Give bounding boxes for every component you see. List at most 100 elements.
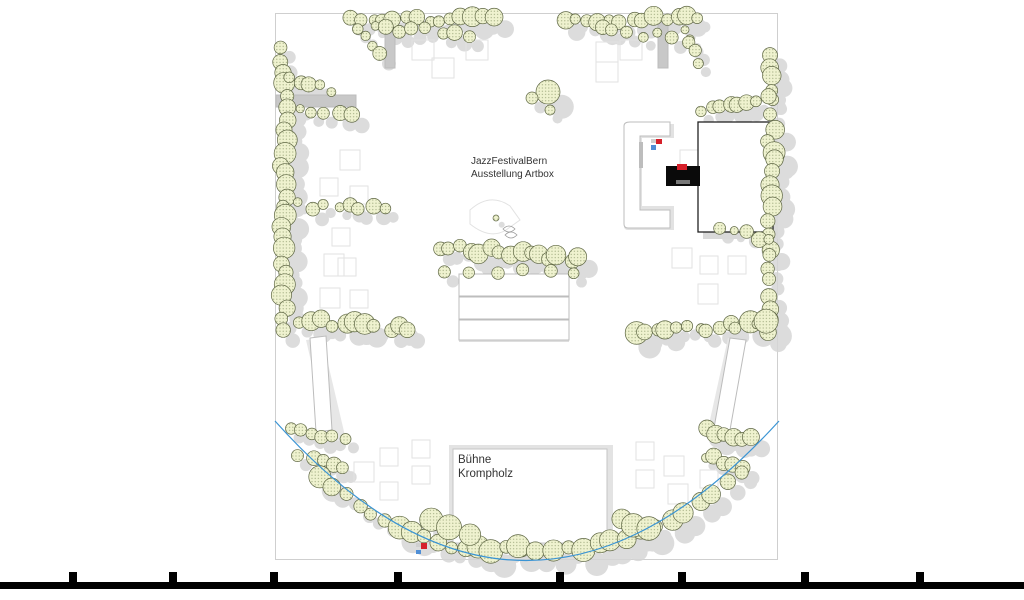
furniture — [319, 39, 747, 505]
tree-texture — [360, 31, 371, 41]
tree-texture — [672, 502, 694, 524]
tree-texture — [763, 107, 777, 121]
tree-texture — [446, 24, 463, 41]
tree-texture — [605, 23, 618, 36]
scale-bar — [0, 572, 1024, 589]
tree-texture — [463, 30, 476, 43]
tree-shadow — [325, 207, 336, 219]
tree-shadow — [409, 333, 426, 349]
tree-shadow — [496, 20, 514, 38]
tree-texture — [760, 88, 777, 104]
tree-texture — [730, 226, 739, 235]
tree-texture — [491, 266, 505, 280]
tree-texture — [429, 534, 447, 552]
venue-label-line1: JazzFestivalBern — [471, 156, 548, 167]
tree-shadow — [685, 515, 706, 537]
tree-texture — [294, 423, 307, 437]
tree-texture — [763, 234, 774, 245]
tree-texture — [655, 320, 675, 340]
tree-texture — [436, 514, 462, 540]
tree-texture — [351, 202, 365, 216]
tree-texture — [738, 94, 755, 111]
tree-texture — [493, 215, 499, 221]
tree-shadow — [347, 442, 359, 454]
tree-shadow — [699, 21, 711, 33]
tree-texture — [742, 428, 760, 446]
tree-shadow — [427, 31, 439, 43]
tree-texture — [377, 513, 392, 528]
tree-texture — [296, 104, 305, 113]
tree-shadow — [285, 333, 300, 348]
tree-shadow — [628, 35, 641, 48]
tree-texture — [760, 213, 775, 229]
tree-texture — [652, 28, 662, 38]
tree-shadow — [645, 40, 656, 51]
tree-shadow — [354, 117, 370, 134]
bar-counter — [623, 121, 674, 230]
tree-texture — [278, 98, 296, 116]
tree-texture — [762, 248, 776, 262]
tree-shadow — [678, 330, 690, 343]
tree-texture — [318, 199, 329, 210]
tree-shadow — [744, 475, 758, 490]
tree-shadow — [721, 109, 735, 123]
tree-texture — [274, 312, 288, 326]
tree-shadow — [700, 67, 711, 78]
tree-texture — [366, 319, 380, 333]
tree-texture — [291, 449, 304, 462]
tree-shadow — [713, 497, 732, 517]
tree-texture — [545, 105, 555, 115]
stage-krompholz — [449, 445, 613, 545]
tree-texture — [322, 478, 341, 496]
tree-texture — [418, 22, 431, 34]
info-sign-icon-stage — [416, 543, 427, 554]
tree-texture — [720, 474, 736, 490]
tree-texture — [695, 106, 707, 117]
tree-texture — [544, 264, 558, 278]
tree-texture — [409, 9, 425, 25]
tree-texture — [399, 322, 416, 338]
tree-shadow — [325, 116, 338, 129]
tree-shadow — [450, 251, 464, 265]
tree-texture — [437, 27, 450, 40]
stage-label: Bühne Krompholz — [458, 454, 513, 482]
tree-texture — [485, 8, 503, 26]
tree-texture — [371, 21, 380, 31]
tree-texture — [305, 202, 320, 217]
tree-texture — [352, 23, 364, 35]
tree-shadow — [323, 440, 338, 454]
tree-texture — [378, 19, 394, 35]
tree-texture — [344, 106, 360, 123]
tree-texture — [644, 6, 664, 26]
tree-texture — [751, 231, 768, 248]
tree-texture — [620, 26, 633, 39]
tree-shadow — [771, 258, 785, 272]
tree-shadow — [471, 40, 484, 53]
tree-texture — [340, 433, 352, 445]
tree-texture — [506, 534, 530, 558]
tree-texture — [433, 15, 445, 28]
tree-shadow — [360, 212, 373, 225]
tree-texture — [335, 202, 345, 212]
tree-texture — [763, 197, 782, 216]
venue-label: JazzFestivalBern Ausstellung Artbox — [471, 156, 554, 181]
tree-texture — [765, 120, 785, 140]
tree-texture — [314, 430, 329, 444]
tree-shadow — [413, 31, 427, 45]
tree-texture — [365, 198, 382, 215]
tree-texture — [526, 541, 545, 561]
tree-texture — [568, 267, 580, 279]
tree-texture — [526, 92, 538, 104]
tree-texture — [765, 149, 784, 168]
tree-texture — [276, 174, 297, 195]
tree-texture — [273, 237, 295, 259]
wall-benches — [275, 15, 669, 108]
tree-texture — [698, 324, 713, 338]
tree-texture — [274, 41, 287, 54]
tree-texture — [750, 95, 762, 107]
tree-texture — [536, 80, 560, 104]
tree-texture — [364, 508, 377, 521]
tree-texture — [275, 322, 291, 338]
tree-texture — [670, 321, 682, 334]
